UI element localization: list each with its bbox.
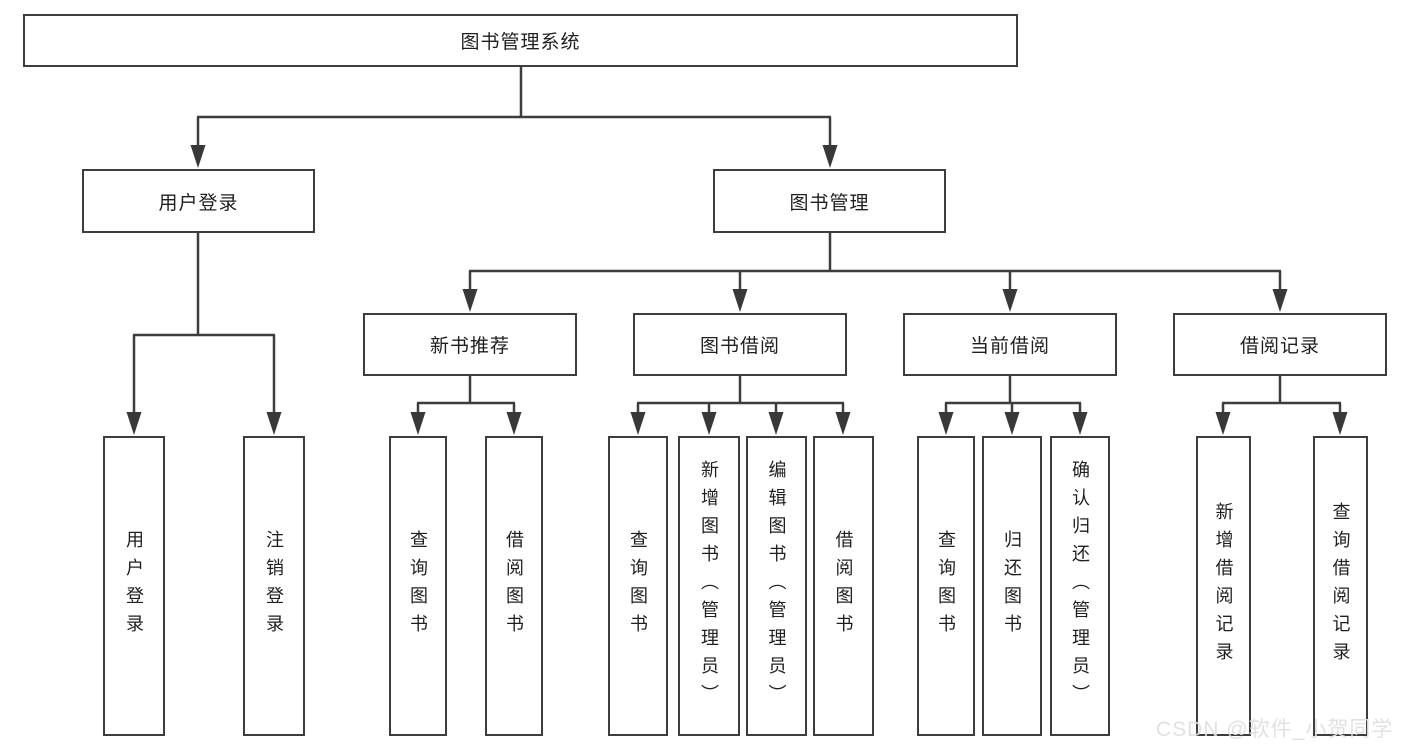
node-label: 图书借阅 (699, 336, 780, 357)
node-label: 注销登录 (264, 530, 284, 642)
connector-current-borrowing (944, 376, 1082, 417)
node-add-books-admin: 新增图书（管理员） (678, 436, 740, 736)
node-label: 新增借阅记录 (1213, 502, 1234, 670)
node-borrowing-records: 借阅记录 (1173, 313, 1387, 376)
csdn-watermark: CSDN @软件_小贺同学 (1156, 718, 1394, 741)
node-borrow-books-recommendation: 借阅图书 (485, 436, 543, 736)
node-new-book-recommendation: 新书推荐 (363, 313, 577, 376)
node-label: 当前借阅 (969, 336, 1050, 357)
node-label: 查询借阅记录 (1330, 502, 1351, 670)
node-label: 图书管理系统 (460, 32, 581, 53)
node-logout: 注销登录 (243, 436, 305, 736)
connector-book-management (468, 233, 1282, 294)
node-label: 确认归还（管理员） (1070, 460, 1090, 712)
node-confirm-return-admin: 确认归还（管理员） (1050, 436, 1110, 736)
node-label: 查询图书 (408, 530, 428, 642)
node-query-books-borrowing: 查询图书 (608, 436, 668, 736)
connector-book-borrowing (636, 376, 845, 417)
node-return-books: 归还图书 (982, 436, 1042, 736)
node-label: 借阅图书 (504, 530, 524, 642)
node-book-borrowing: 图书借阅 (633, 313, 847, 376)
node-user-login: 用户登录 (82, 169, 315, 233)
node-user-login-leaf: 用户登录 (103, 436, 165, 736)
node-label: 用户登录 (124, 530, 144, 642)
node-query-books-recommendation: 查询图书 (389, 436, 447, 736)
node-label: 图书管理 (789, 192, 870, 214)
node-label: 借阅记录 (1239, 336, 1320, 357)
connector-borrowing-records (1221, 376, 1342, 417)
connector-new-book-recommendation (416, 376, 516, 417)
node-edit-books-admin: 编辑图书（管理员） (746, 436, 807, 736)
node-label: 归还图书 (1002, 530, 1022, 642)
node-library-management-system: 图书管理系统 (23, 14, 1018, 67)
node-query-books-current: 查询图书 (917, 436, 975, 736)
connector-root (196, 66, 832, 150)
node-label: 用户登录 (158, 192, 239, 214)
node-query-borrowing-record: 查询借阅记录 (1313, 436, 1368, 736)
node-book-management: 图书管理 (713, 169, 946, 233)
node-add-borrowing-record: 新增借阅记录 (1196, 436, 1251, 736)
node-label: 查询图书 (628, 530, 648, 642)
node-label: 新书推荐 (429, 336, 510, 357)
node-label: 借阅图书 (833, 530, 854, 642)
connector-user-login (132, 233, 276, 417)
node-current-borrowing: 当前借阅 (903, 313, 1117, 376)
node-label: 编辑图书（管理员） (766, 460, 787, 712)
arrowheads (126, 145, 1348, 435)
node-borrow-books-borrowing: 借阅图书 (813, 436, 874, 736)
node-label: 新增图书（管理员） (699, 460, 719, 712)
node-label: 查询图书 (936, 530, 956, 642)
